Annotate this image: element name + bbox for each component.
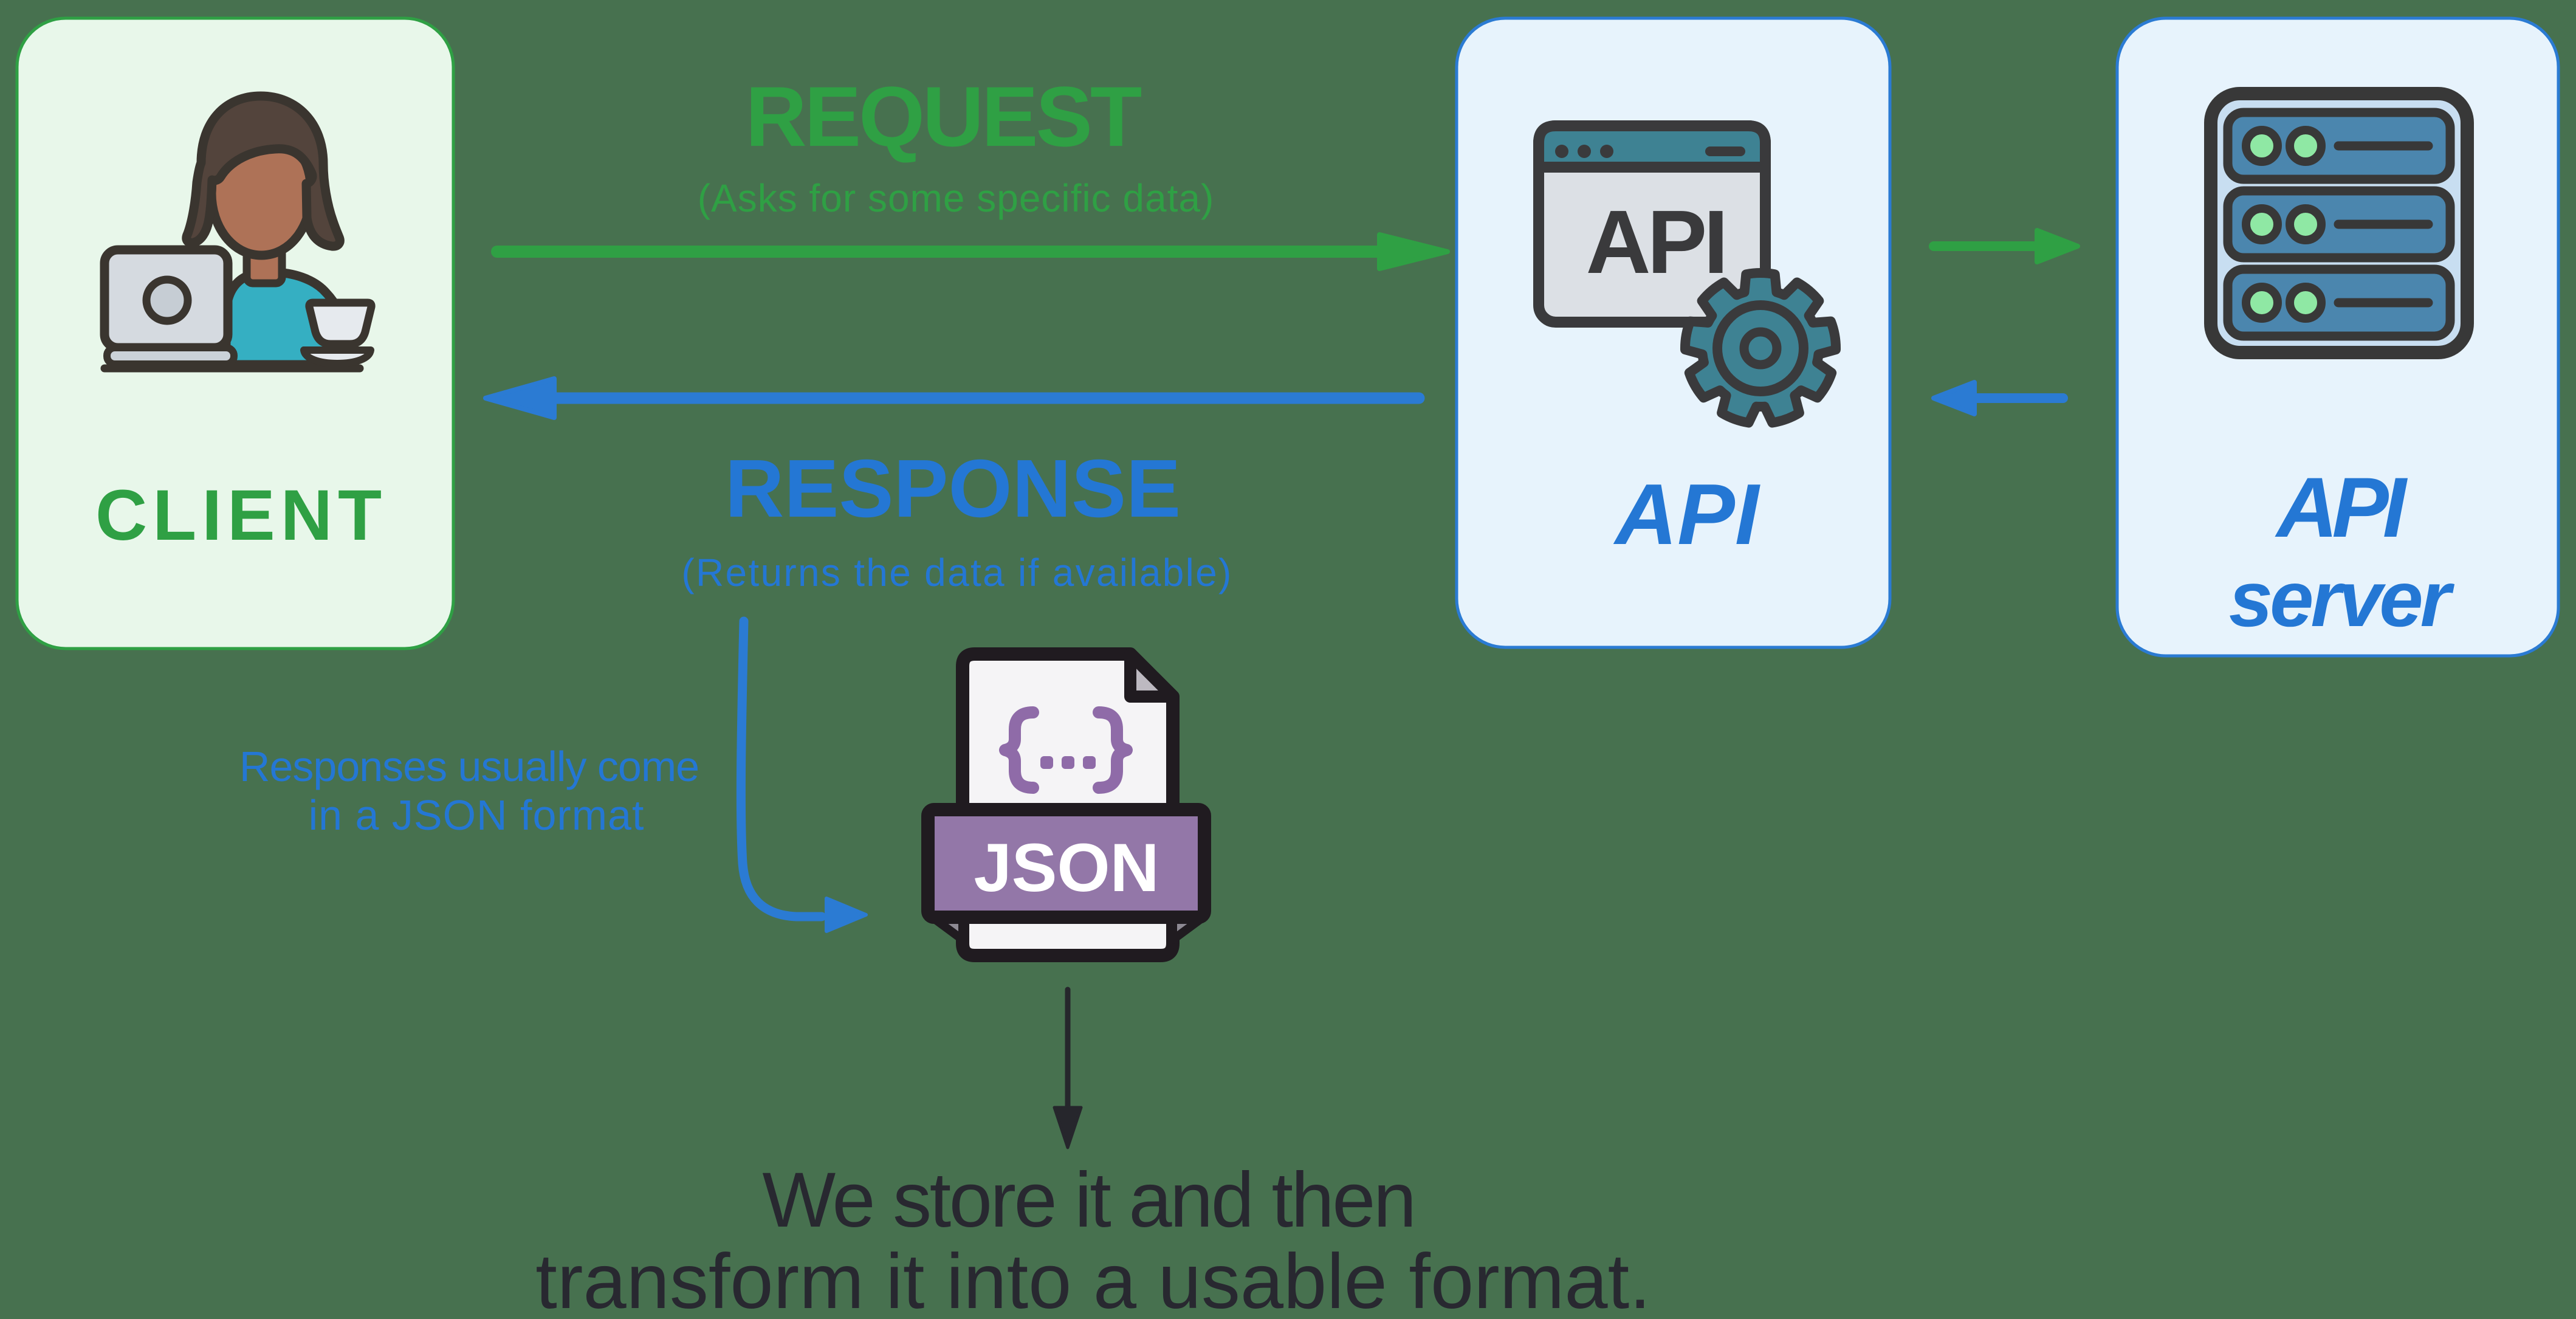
svg-text:(Returns the data if available: (Returns the data if available) <box>681 551 1232 594</box>
svg-text:We store it and then: We store it and then <box>762 1157 1414 1244</box>
svg-text:JSON: JSON <box>974 830 1159 906</box>
svg-text:(Asks for some specific data): (Asks for some specific data) <box>698 176 1215 220</box>
svg-text:server: server <box>2229 554 2455 643</box>
svg-text:in a JSON format: in a JSON format <box>309 791 645 839</box>
svg-text:CLIENT: CLIENT <box>95 475 387 556</box>
svg-text:RESPONSE: RESPONSE <box>725 443 1181 534</box>
svg-text:REQUEST: REQUEST <box>746 69 1142 164</box>
svg-text:Responses usually come: Responses usually come <box>239 743 699 790</box>
svg-text:API: API <box>1613 466 1760 563</box>
svg-text:transform it into a usable for: transform it into a usable format. <box>535 1238 1650 1319</box>
svg-text:API: API <box>1586 192 1725 292</box>
svg-text:API: API <box>2275 460 2408 555</box>
